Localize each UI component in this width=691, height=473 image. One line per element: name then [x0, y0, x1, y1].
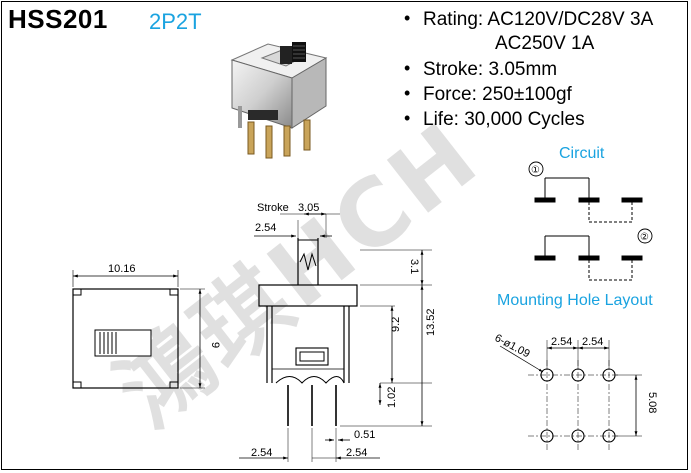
top-view: [72, 270, 205, 389]
switch-type: 2P2T: [149, 9, 202, 34]
top-width-label: 10.16: [108, 263, 136, 275]
stroke-value: 3.05: [298, 202, 319, 214]
spec-life: Life: 30,000 Cycles: [423, 109, 585, 130]
top-height-label: 9: [209, 342, 221, 348]
hole-diameter-label: 6-ø1.09: [493, 332, 532, 360]
model-title: HSS201: [8, 4, 108, 34]
spec-bullet-rating: •: [404, 8, 411, 28]
spec-rating-ac250: AC250V 1A: [495, 33, 595, 54]
spec-bullet-force: •: [404, 83, 411, 103]
spec-bullet-stroke: •: [404, 58, 411, 78]
pitch-left-label: 2.54: [251, 447, 272, 459]
spec-rating: Rating: AC120V/DC28V 3A: [423, 9, 654, 30]
hole-pitch-2-label: 2.54: [582, 336, 603, 348]
pitch-right-label: 2.54: [346, 447, 367, 459]
spec-stroke: Stroke: 3.05mm: [423, 59, 558, 80]
mounting-hole-layout: [499, 340, 642, 450]
hole-pitch-1-label: 2.54: [551, 336, 572, 348]
circuit-marker-1: ①: [531, 165, 540, 176]
circuit-marker-2: ②: [640, 232, 649, 243]
spec-bullet-life: •: [404, 108, 411, 128]
pin-width-label: 0.51: [354, 429, 375, 441]
actuator-height-label: 3.1: [408, 259, 420, 274]
mounting-title: Mounting Hole Layout: [497, 292, 653, 309]
stroke-label: Stroke: [257, 202, 289, 214]
side-view: [239, 212, 432, 462]
spec-force: Force: 250±100gf: [423, 84, 572, 105]
product-photo: [230, 42, 328, 159]
body-height-label: 9.2: [390, 317, 402, 332]
pin-offset-label: 1.02: [386, 387, 398, 408]
knob-width-label: 2.54: [255, 222, 276, 234]
circuit-diagram: [528, 161, 653, 281]
row-pitch-label: 5.08: [646, 392, 658, 413]
circuit-title: Circuit: [559, 145, 605, 162]
total-height-label: 13.52: [425, 308, 437, 336]
